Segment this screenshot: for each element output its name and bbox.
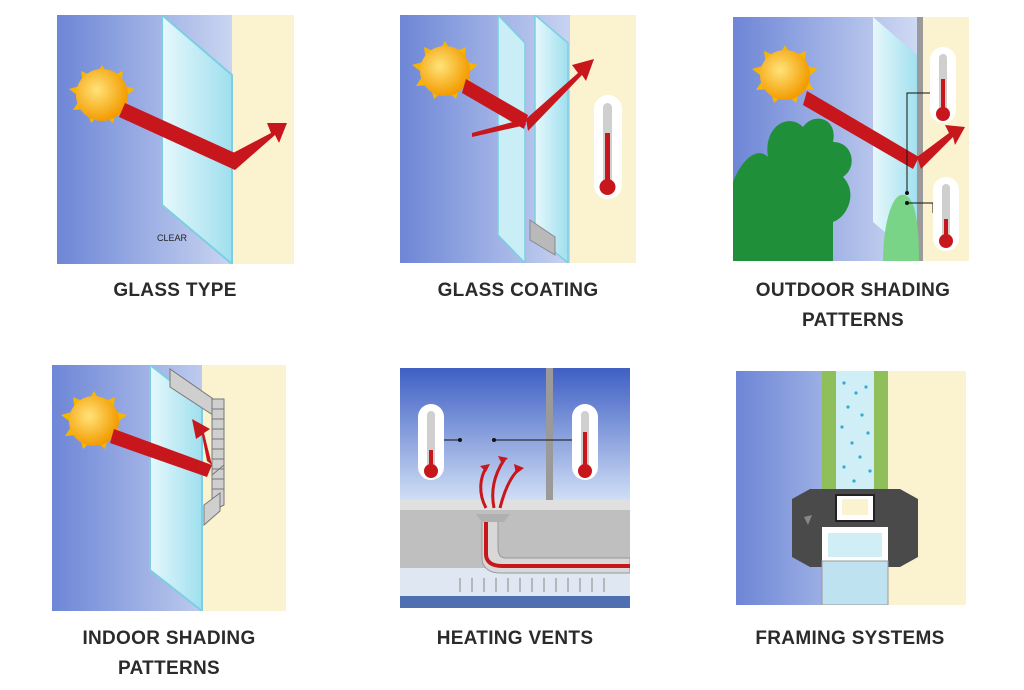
outdoor-shading-panel [733, 17, 969, 261]
heating-vents-panel [400, 368, 630, 608]
caption-glass-coating: GLASS COATING [437, 280, 599, 301]
indoor-shading-panel [52, 365, 286, 611]
thermometer-upper-icon [930, 47, 956, 123]
thermometer-left-icon [418, 404, 444, 480]
sun-icon [69, 65, 135, 123]
framing-systems-panel [736, 371, 966, 605]
thermometer-lower-icon [933, 177, 959, 251]
caption-heating-vents: HEATING VENTS [436, 628, 594, 649]
lower-frame [821, 560, 889, 605]
reflected-ray-arrow [192, 419, 212, 465]
caption-indoor-shading: INDOOR SHADING PATTERNS [82, 628, 256, 679]
sun-icon [752, 45, 818, 103]
inner-glass-pane [534, 15, 569, 263]
thermometer-icon [594, 95, 622, 199]
caption-glass-type: GLASS TYPE [113, 280, 237, 301]
shadow-patch [883, 194, 919, 261]
glass-label: CLEAR [157, 233, 188, 243]
ray-arrow [917, 125, 965, 169]
glass-coating-illustration [400, 15, 636, 263]
thermometer-right-icon [572, 404, 598, 480]
heat-ray [803, 91, 919, 169]
air-flow [484, 518, 630, 568]
floor-grille [459, 578, 605, 592]
blind-slats [212, 408, 224, 490]
glass-type-panel: CLEAR [57, 15, 294, 264]
spacer [529, 219, 556, 256]
heat-ray [110, 429, 212, 477]
window-mullion [546, 368, 553, 508]
glass-coating-panel [400, 15, 636, 263]
heating-vents-illustration [400, 368, 630, 608]
caption-outdoor-shading: OUTDOOR SHADING PATTERNS [755, 280, 951, 331]
heat-ray [462, 79, 528, 129]
outer-glass-pane [497, 15, 526, 263]
sun-icon [61, 391, 127, 449]
caption-framing-systems: FRAMING SYSTEMS [755, 628, 945, 649]
outdoor-shading-illustration [733, 17, 969, 261]
framing-systems-illustration [736, 371, 966, 605]
vent-duct [481, 517, 630, 574]
interior-blinds [169, 368, 225, 527]
window-frame [917, 17, 923, 261]
desiccant-dots [840, 381, 872, 483]
ray-arrow [233, 123, 287, 170]
reflected-thin-ray [472, 119, 526, 137]
heat-ray [119, 103, 235, 170]
reflected-ray-arrow [526, 59, 594, 131]
glass-type-illustration: CLEAR [57, 15, 294, 264]
tree-shade [733, 118, 852, 261]
sun-icon [412, 41, 478, 99]
vent-grille [476, 514, 510, 522]
indoor-shading-illustration [52, 365, 286, 611]
